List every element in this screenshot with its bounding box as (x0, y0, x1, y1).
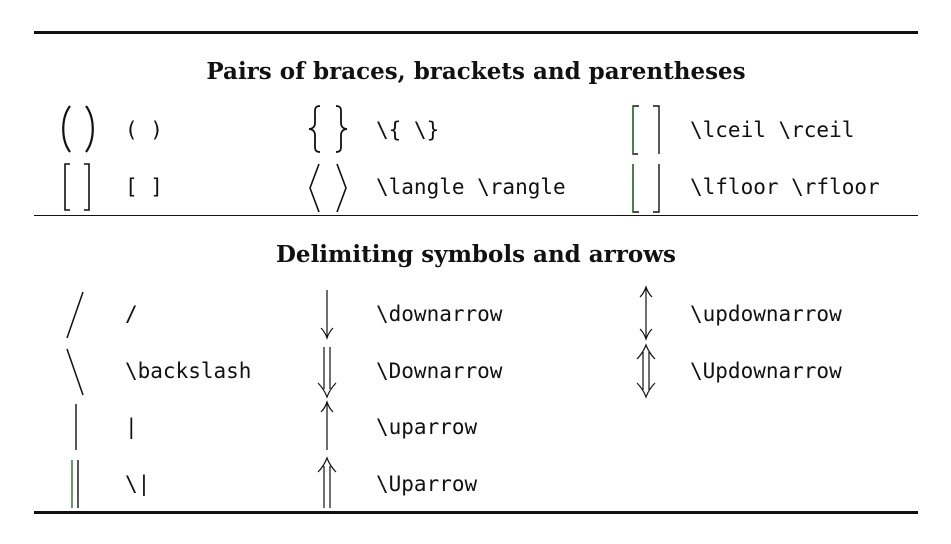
parentheses-icon (58, 104, 98, 154)
section-title-delims: Delimiting symbols and arrows (275, 241, 676, 268)
cmd-vert: | (125, 415, 138, 439)
cmd-angles: \langle \rangle (376, 175, 566, 199)
backslash-icon (64, 347, 86, 397)
up-arrow-icon (317, 400, 337, 452)
angle-brackets-icon (307, 162, 349, 214)
cmd-parens: ( ) (125, 118, 163, 142)
mid-rule (34, 215, 918, 216)
up-down-arrow-icon (636, 285, 656, 341)
cmd-slash: / (125, 302, 138, 326)
cmd-ceil: \lceil \rceil (690, 118, 855, 142)
cmd-downarrow: \downarrow (376, 302, 503, 326)
cmd-backslash: \backslash (125, 359, 252, 383)
double-vertical-bar-icon (67, 458, 83, 510)
section-title-pairs: Pairs of braces, brackets and parenthese… (206, 58, 746, 85)
bottom-rule (34, 511, 918, 514)
vertical-bar-icon (70, 402, 82, 452)
braces-icon (306, 104, 350, 154)
cmd-Uparrow: \Uparrow (376, 472, 478, 496)
top-rule (34, 31, 918, 34)
cmd-brackets: [ ] (125, 175, 163, 199)
cmd-braces: \{ \} (376, 118, 440, 142)
cmd-Vert: \| (125, 472, 151, 496)
ceil-icon (630, 104, 662, 156)
square-brackets-icon (62, 162, 92, 212)
down-arrow-icon (317, 288, 337, 340)
double-down-arrow-icon (315, 345, 339, 399)
cmd-Downarrow: \Downarrow (376, 359, 503, 383)
double-up-arrow-icon (315, 456, 339, 510)
cmd-Updownarrow: \Updownarrow (690, 359, 842, 383)
cmd-floor: \lfloor \rfloor (690, 175, 880, 199)
cmd-uparrow: \uparrow (376, 415, 478, 439)
slash-icon (64, 290, 86, 340)
double-up-down-arrow-icon (634, 343, 658, 399)
cmd-updownarrow: \updownarrow (690, 302, 842, 326)
floor-icon (630, 162, 662, 214)
